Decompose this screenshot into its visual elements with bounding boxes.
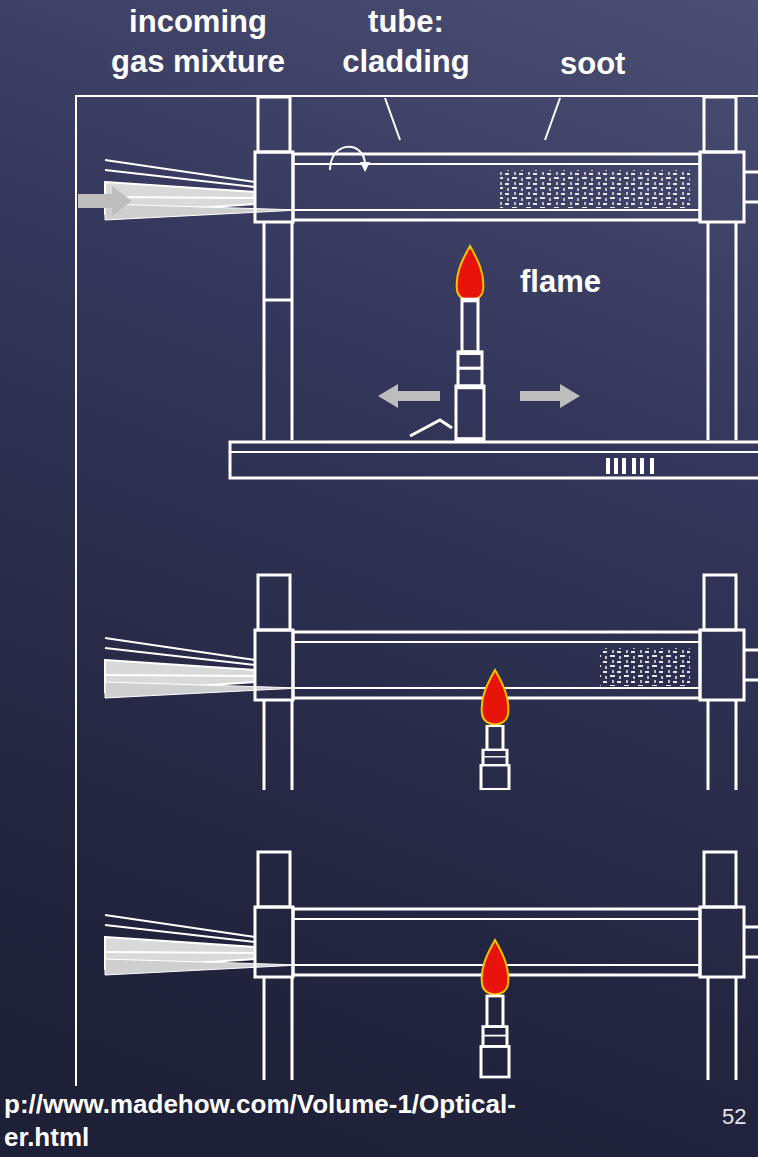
page-number: 52 (722, 1104, 746, 1130)
source-url: p://www.madehow.com/Volume-1/Optical- (4, 1088, 516, 1120)
part-label: soot (560, 44, 625, 84)
part-label: tube: cladding (316, 2, 496, 82)
part-label: incoming gas mixture (100, 2, 296, 82)
part-label: flame (520, 262, 601, 302)
source-url: er.html (4, 1121, 89, 1153)
